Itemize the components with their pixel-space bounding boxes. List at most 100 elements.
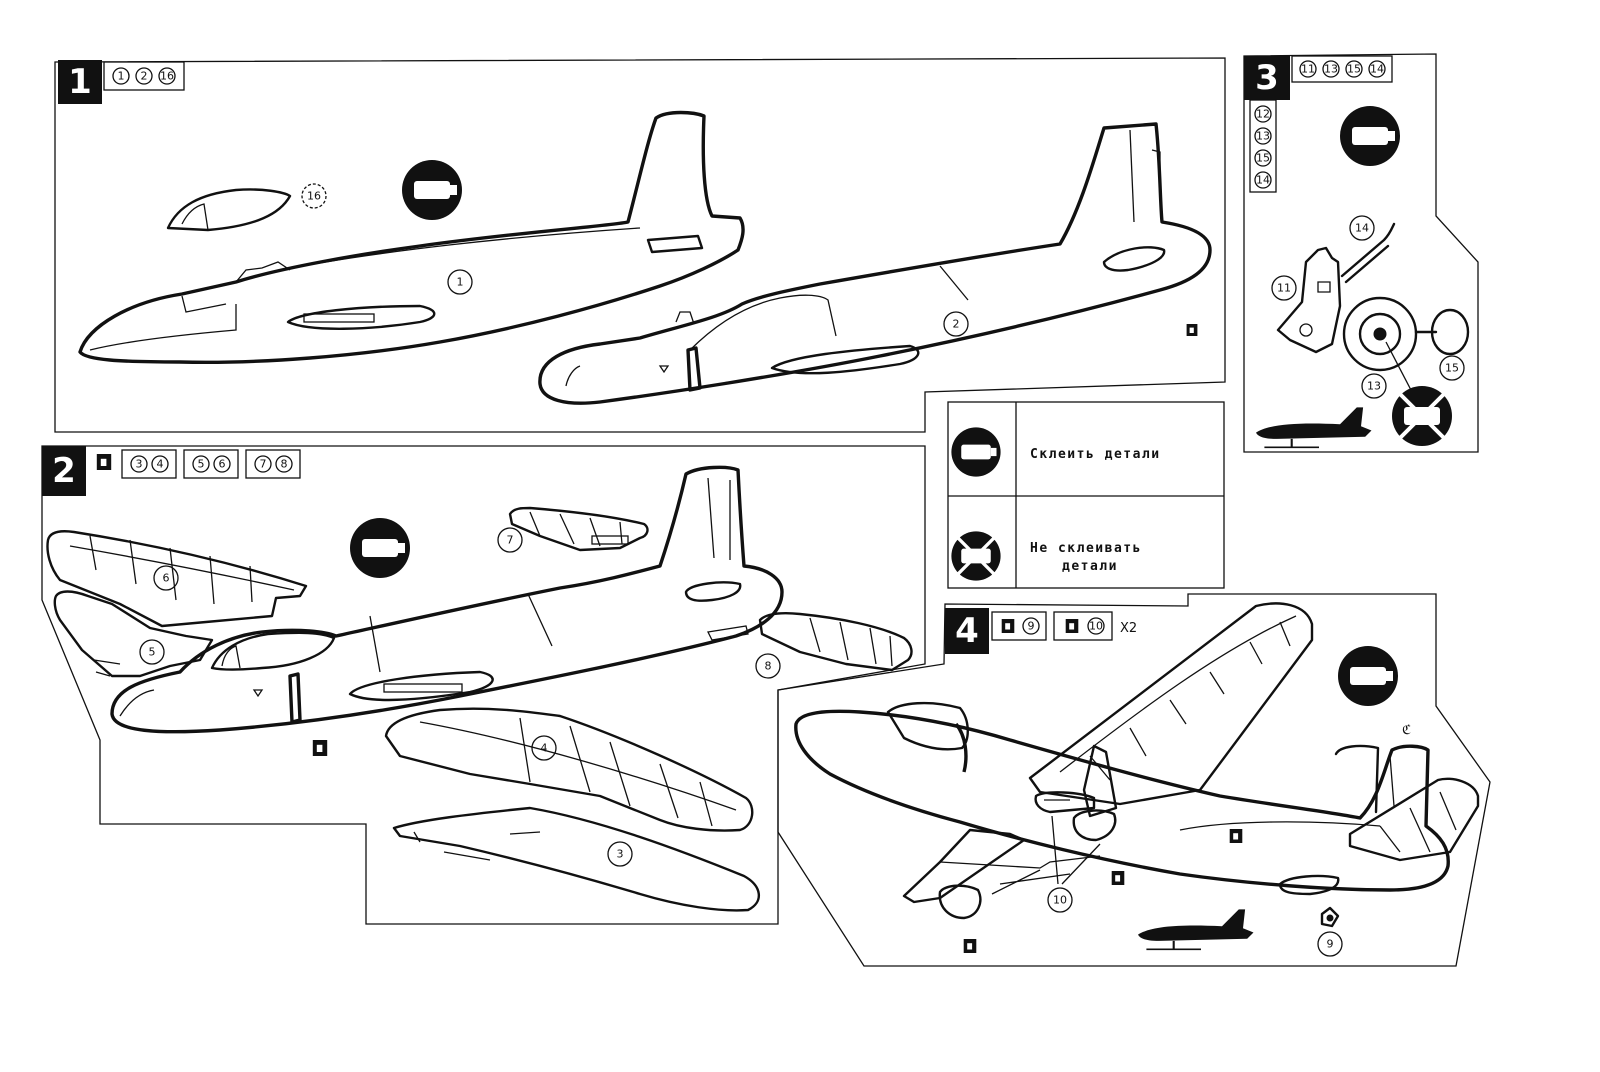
callout-gear-strut: 14 — [1355, 222, 1369, 235]
legend-no-glue-label-line2: детали — [1062, 559, 1118, 574]
tailwheel-part — [1320, 906, 1340, 928]
step-2-part: 3 — [136, 458, 143, 471]
callout-circle — [943, 311, 969, 337]
callout-wing-upper-left: 6 — [163, 572, 170, 585]
wing-left-lower — [53, 590, 214, 678]
callout-circle — [153, 565, 179, 591]
paint-marker-icon — [312, 740, 328, 756]
callout-circle — [1317, 931, 1343, 957]
aircraft-silhouette-icon — [1254, 406, 1373, 449]
step-3-part: 11 — [1301, 63, 1315, 76]
callout-wing-lower-left: 5 — [149, 646, 156, 659]
step-3-part: 14 — [1370, 63, 1384, 76]
step-1-number: 1 — [68, 62, 92, 102]
step-2-part: 6 — [219, 458, 226, 471]
callout-circle — [1271, 275, 1297, 301]
paint-marker-icon — [1065, 619, 1079, 633]
step-3-side-part: 13 — [1256, 130, 1270, 143]
callout-wing-upper-right: 4 — [541, 742, 548, 755]
callout-circle — [1439, 355, 1465, 381]
callout-wheel: 13 — [1367, 380, 1381, 393]
aircraft-silhouette-icon — [1136, 908, 1255, 951]
step-4-part: 9 — [1028, 620, 1035, 633]
legend-no-glue-label-line1: Не склеивать — [1030, 541, 1142, 556]
paint-marker-icon — [96, 454, 112, 470]
paint-marker-icon — [1001, 619, 1015, 633]
step-2-part: 8 — [281, 458, 288, 471]
fuselage-half-left — [78, 110, 745, 364]
callout-circle — [755, 653, 781, 679]
callout-gear-leg: 11 — [1277, 282, 1291, 295]
step-1-parts-box: 1 2 16 — [103, 61, 185, 91]
legend-box: Склеить детали Не склеивать детали — [947, 401, 1225, 589]
step-3-parts-box: 11 13 15 14 — [1291, 55, 1393, 83]
fuselage-assembled — [110, 465, 784, 734]
callout-circle — [301, 183, 327, 209]
callout-circle — [607, 841, 633, 867]
step-2-part: 4 — [157, 458, 164, 471]
step-1-part: 2 — [141, 70, 148, 83]
step-3-side-part: 12 — [1256, 108, 1270, 121]
glue-icon — [1338, 646, 1398, 706]
callout-wing-lower-right: 3 — [617, 848, 624, 861]
step-4-panel: 4 9 10 X2 ℭ — [777, 593, 1491, 967]
step-3-side-part: 15 — [1256, 152, 1270, 165]
callout-circle — [1047, 887, 1073, 913]
fuselage-half-right — [538, 122, 1212, 405]
step-4-parts-boxes: 9 10 X2 — [991, 611, 1137, 641]
wing-right-lower — [392, 806, 760, 912]
callout-circle — [1361, 373, 1387, 399]
step-3-number: 3 — [1255, 58, 1279, 98]
callout-gear-doors: 10 — [1053, 894, 1067, 907]
step-4-number: 4 — [955, 611, 979, 651]
callout-circle — [531, 735, 557, 761]
callout-circle — [447, 269, 473, 295]
aircraft-assembled — [794, 602, 1480, 920]
legend-no-glue-icon — [949, 529, 1003, 583]
step-3-side-parts-box: 12 13 15 14 — [1249, 99, 1277, 193]
step-4-part: 10 — [1089, 620, 1103, 633]
step-2-part: 5 — [198, 458, 205, 471]
callout-tailwheel: 9 — [1327, 938, 1334, 951]
step-2-parts-boxes: 3 4 5 6 7 8 — [96, 449, 301, 479]
callout-circle — [139, 639, 165, 665]
cursor-mark: ℭ — [1402, 723, 1411, 738]
step-1-badge: 1 — [58, 60, 102, 104]
step-3-part: 15 — [1347, 63, 1361, 76]
step-2-badge: 2 — [42, 446, 86, 496]
step-1-part: 1 — [118, 70, 125, 83]
glue-icon — [402, 160, 462, 220]
wing-left-upper — [46, 530, 308, 628]
step-4-badge: 4 — [945, 608, 989, 654]
canopy-part — [166, 188, 292, 232]
step-2-number: 2 — [52, 451, 76, 491]
paint-marker-icon — [1229, 829, 1243, 843]
landing-gear-assembly — [1276, 222, 1470, 393]
callout-stabilizer-top: 7 — [507, 534, 514, 547]
callout-fuselage-right: 2 — [953, 318, 960, 331]
paint-marker-icon — [1111, 871, 1125, 885]
step-3-part: 13 — [1324, 63, 1338, 76]
callout-circle — [1349, 215, 1375, 241]
no-glue-icon — [1390, 384, 1454, 448]
legend-glue-label: Склеить детали — [1030, 447, 1161, 462]
glue-icon — [1340, 106, 1400, 166]
step-3-side-part: 14 — [1256, 174, 1270, 187]
step-1-part: 16 — [160, 70, 174, 83]
step-3-badge: 3 — [1244, 56, 1290, 100]
callout-wheel-hub: 15 — [1445, 362, 1459, 375]
callout-fuselage-left: 1 — [457, 276, 464, 289]
step-1-panel: 1 1 2 16 16 1 — [54, 57, 1226, 433]
step-2-panel: 2 3 4 5 6 7 8 6 — [41, 445, 926, 925]
stabilizer-right — [758, 612, 913, 672]
stabilizer-top — [508, 506, 649, 552]
paint-marker-icon — [1186, 324, 1198, 336]
wing-right-upper — [384, 707, 754, 832]
paint-marker-icon — [963, 939, 977, 953]
glue-icon — [350, 518, 410, 578]
legend-glue-icon — [951, 427, 1001, 477]
step-3-panel: 3 11 13 15 14 12 13 15 14 — [1243, 53, 1479, 453]
step-4-multiplier: X2 — [1120, 621, 1137, 636]
callout-circle — [497, 527, 523, 553]
